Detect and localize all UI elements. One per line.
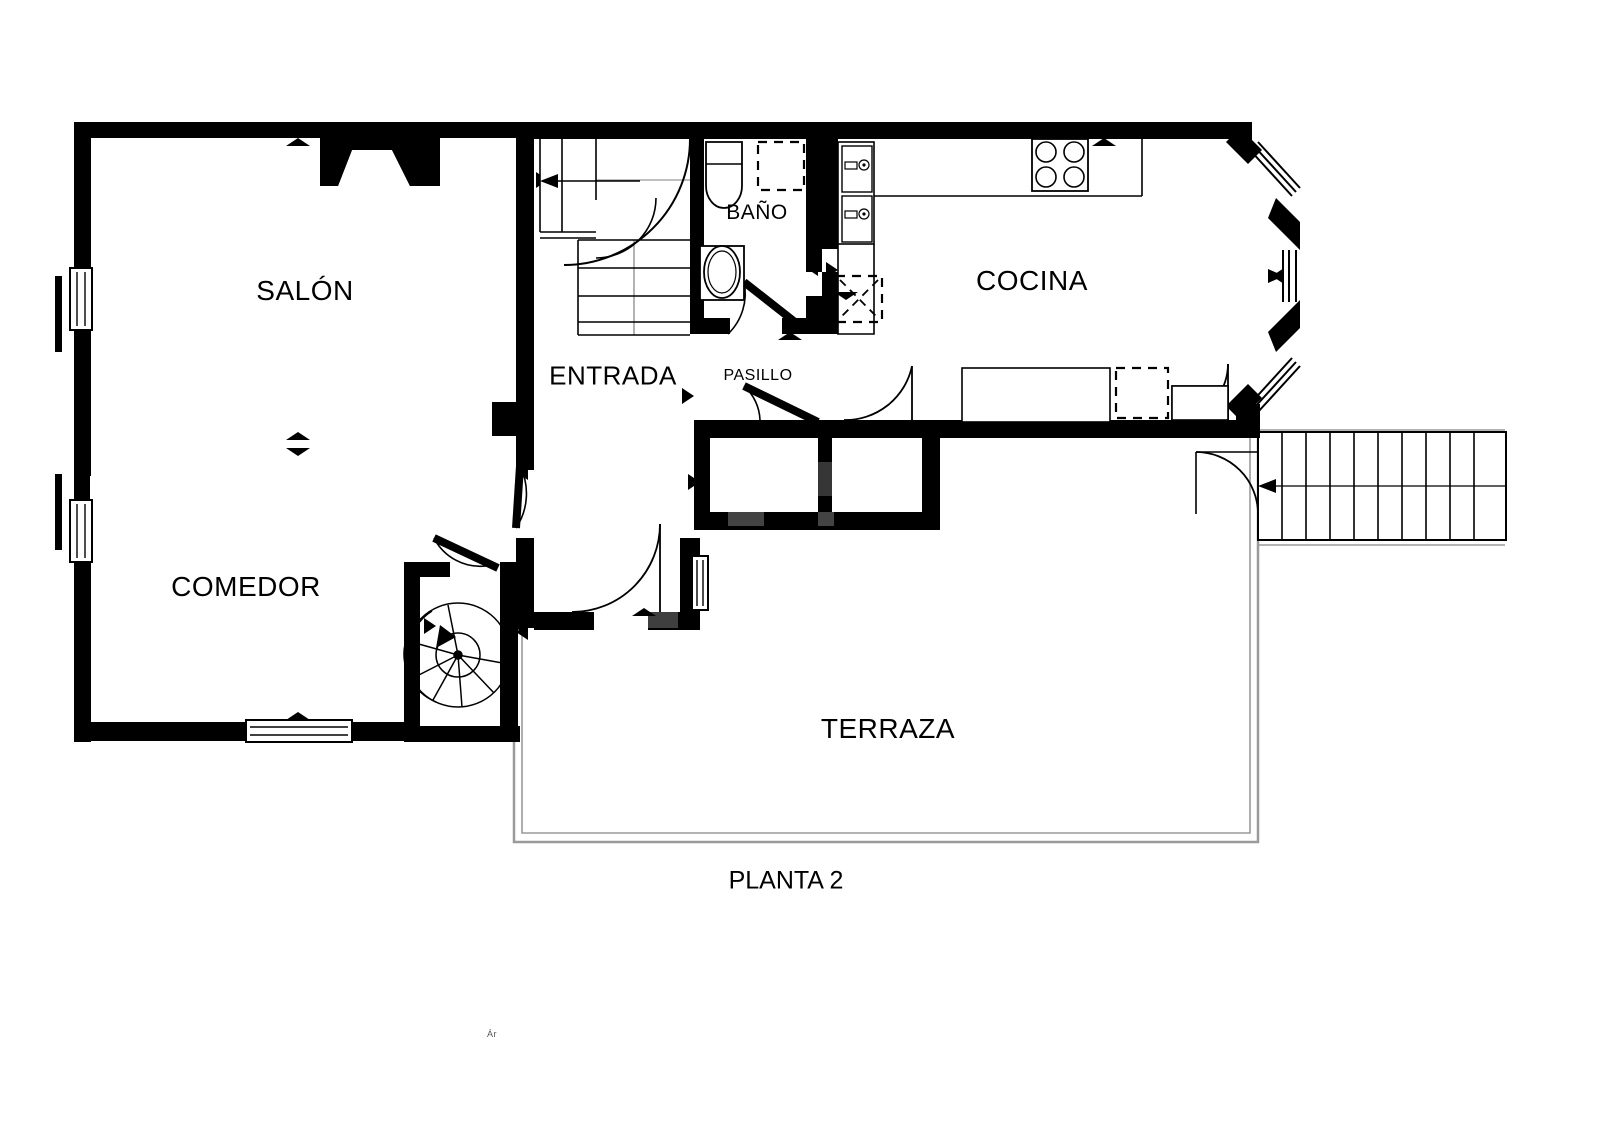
- windows: [55, 267, 709, 743]
- kitchen-fixtures: [834, 138, 1229, 423]
- direction-markers: [79, 138, 1284, 720]
- room-label-terraza: TERRAZA: [820, 713, 956, 744]
- plan-title: PLANTA 2: [728, 866, 844, 895]
- room-label-comedor: COMEDOR: [171, 571, 321, 602]
- exterior-staircase: [1195, 431, 1507, 541]
- room-label-pasillo: PASILLO: [723, 367, 793, 384]
- spiral-staircase: [403, 602, 511, 708]
- wall-structure: [74, 122, 1301, 742]
- room-label-salon: SALÓN: [256, 275, 354, 306]
- room-label-cocina: COCINA: [976, 265, 1088, 296]
- room-label-entrada: ENTRADA: [549, 360, 677, 391]
- watermark-text: Ár: [487, 1029, 497, 1039]
- bathroom-fixtures: [699, 140, 806, 301]
- room-label-bano: BAÑO: [726, 201, 788, 224]
- straight-staircase: [539, 138, 691, 336]
